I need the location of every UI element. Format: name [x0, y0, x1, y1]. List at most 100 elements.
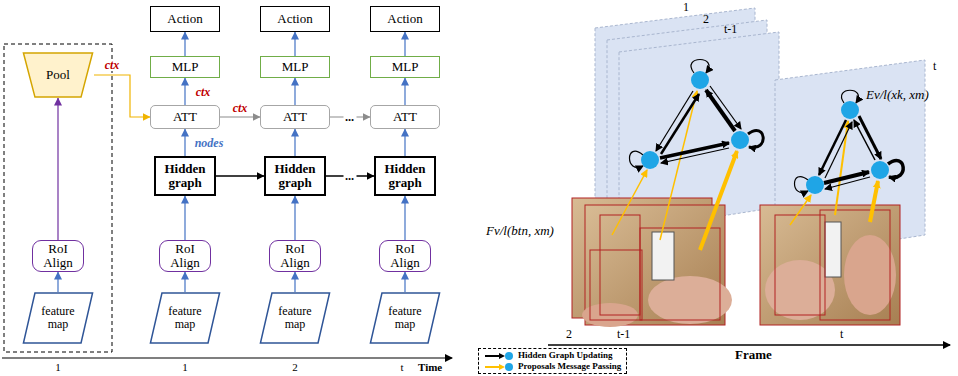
hidden-graph-edges-part [630, 151, 644, 167]
feature-map-shape: feature map [259, 292, 331, 344]
feature-map-shape: feature map [369, 292, 441, 344]
axis-title: Frame [735, 348, 772, 362]
message-passing-lines-part [612, 170, 647, 235]
dashed-group-box-part [4, 44, 112, 352]
video-frames-part [825, 222, 841, 277]
hidden-graph-edges-part [661, 94, 699, 154]
attention-box: ATT [260, 105, 330, 129]
feature-map-shape: feature map [22, 292, 94, 344]
mlp-box: MLP [260, 56, 330, 78]
connector-arrow [184, 196, 185, 240]
graph-node-dots-part [731, 131, 749, 149]
graph-node-dots-part [691, 71, 709, 89]
pool-trapezoid: Pool [22, 52, 94, 98]
hidden-graph-edges-part [710, 86, 741, 129]
frame-axis-part [548, 344, 950, 346]
video-frames-part [648, 276, 732, 324]
time-axis [2, 358, 452, 359]
legend-sample [484, 351, 514, 361]
connector-arrow [294, 196, 295, 240]
connector-arrow [294, 32, 295, 56]
legend-sample-part [499, 364, 505, 370]
hidden-graph-edges-part [819, 120, 846, 175]
hidden-graph-box: Hidden graph [264, 156, 326, 196]
node-label: RoI Align [33, 242, 83, 271]
attention-box: ATT [150, 105, 220, 129]
connector-arrow [220, 116, 260, 117]
roi-align-box: RoI Align [379, 240, 431, 272]
frame-index: t-1 [617, 328, 630, 341]
legend-sample-part [505, 352, 513, 360]
connector-arrow [404, 272, 405, 292]
hidden-graph-edges-part [661, 148, 729, 163]
video-frames-part [600, 215, 640, 315]
time-step: t [400, 361, 403, 373]
graph-node-dots-part [841, 101, 859, 119]
connector-arrow [57, 272, 58, 292]
action-box: Action [150, 6, 220, 32]
legend-sample [484, 362, 514, 372]
math-label: Fv/l(btn, xm) [486, 224, 554, 238]
node-label: Action [277, 12, 312, 26]
connector-arrow [184, 129, 185, 156]
node-label: Hidden graph [376, 162, 434, 191]
feature-map-shape: feature map [149, 292, 221, 344]
connector-arrow [294, 272, 295, 292]
feature-map-shape-outline-part [370, 293, 439, 343]
legend-text: Proposals Message Passing [518, 362, 621, 371]
message-passing-lines [612, 91, 878, 250]
connector-arrow [216, 175, 264, 177]
video-frames-part [652, 232, 674, 280]
graph-node-dots-part [871, 161, 889, 179]
legend-sample-part [505, 363, 513, 371]
node-label: RoI Align [270, 242, 320, 271]
axis-title: Time [418, 361, 442, 373]
legend-sample-part [485, 366, 500, 368]
time-axis-part [2, 357, 452, 358]
pool-trapezoid-outline-part [23, 53, 92, 97]
edge-label: ctx [103, 59, 122, 71]
connector-arrow [404, 196, 405, 240]
message-passing-lines-part [870, 181, 878, 222]
plane-index: 2 [703, 13, 709, 26]
node-label: Action [167, 12, 202, 26]
hidden-graph-edges-part [748, 130, 763, 147]
node-label: RoI Align [380, 242, 430, 271]
legend-row: Hidden Graph Updating [484, 350, 621, 361]
edge-label: ctx [231, 102, 250, 114]
message-passing-lines-part [790, 195, 811, 225]
hidden-graph-edges-part [691, 60, 709, 74]
hidden-graph-box: Hidden graph [374, 156, 436, 196]
connector-arrow [184, 78, 185, 105]
edge-label: ctx [194, 86, 213, 98]
node-label: Hidden graph [156, 162, 214, 191]
time-step: 1 [182, 361, 188, 373]
graph-node-dots-part [641, 151, 659, 169]
node-label: feature map [161, 305, 209, 331]
connector-arrow [184, 272, 185, 292]
hidden-graph-edges-part [859, 116, 881, 159]
node-label: Hidden graph [266, 162, 324, 191]
math-label: Ev/l(xk, xm) [866, 88, 929, 102]
node-label: Pool [46, 68, 70, 82]
dashed-group-box [4, 44, 112, 352]
connector-arrow [404, 32, 405, 56]
edge-label: nodes [193, 137, 226, 149]
hidden-graph-box: Hidden graph [154, 156, 216, 196]
node-label: ATT [393, 110, 417, 124]
plane-index: t [933, 60, 936, 73]
video-frames-part [844, 235, 896, 315]
connector-arrow [294, 129, 295, 156]
connector-arrow [184, 32, 185, 56]
video-frames-part [640, 228, 720, 320]
time-step: 1 [55, 361, 61, 373]
legend-sample-part [499, 353, 505, 359]
edge-label: ... [344, 170, 357, 182]
feature-map-shape-outline-part [150, 293, 219, 343]
legend-sample-part [485, 355, 500, 357]
node-label: RoI Align [160, 242, 210, 271]
node-label: Action [387, 12, 422, 26]
video-frames-part [760, 205, 900, 325]
mlp-box: MLP [150, 56, 220, 78]
